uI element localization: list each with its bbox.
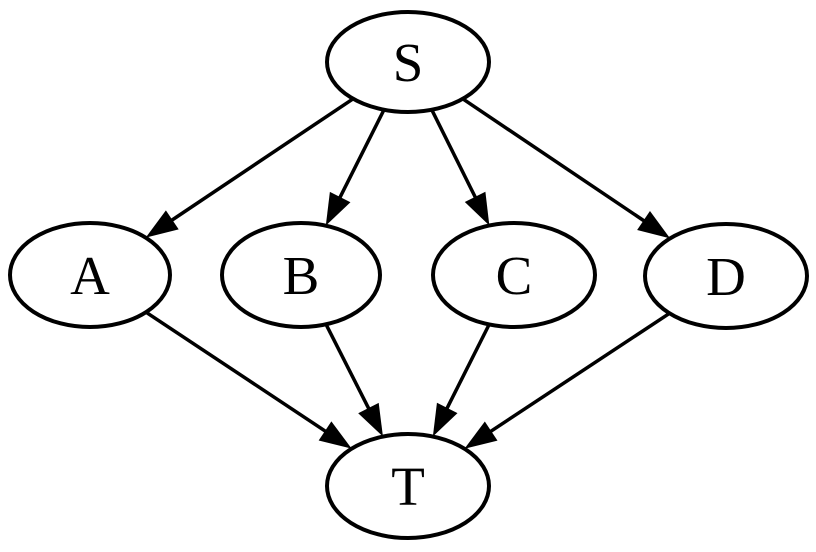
node-label: C: [496, 245, 533, 306]
node-label: B: [283, 245, 320, 306]
nodes-layer: S A B C D T: [8, 10, 809, 540]
edge-line: [145, 310, 328, 434]
node-B: B: [220, 221, 382, 329]
arrowhead-icon: [637, 210, 671, 239]
node-A: A: [8, 221, 172, 329]
node-label: T: [391, 456, 425, 517]
node-label: S: [393, 32, 424, 93]
arrowhead-icon: [325, 191, 351, 226]
arrowhead-icon: [145, 210, 179, 238]
arrowhead-icon: [358, 402, 383, 437]
arrowhead-icon: [464, 421, 498, 449]
edge-C-to-T: [432, 323, 491, 437]
edge-S-to-A: [145, 97, 355, 238]
node-S: S: [325, 10, 491, 114]
node-D: D: [643, 222, 809, 330]
edge-line: [169, 97, 355, 223]
node-label: D: [706, 246, 746, 307]
arrowhead-icon: [318, 421, 352, 449]
node-label: A: [70, 245, 110, 306]
edge-line: [337, 108, 386, 200]
edge-line: [324, 323, 371, 411]
edge-line: [461, 97, 647, 224]
node-ellipse: [643, 222, 809, 330]
node-ellipse: [8, 221, 172, 329]
arrowhead-icon: [432, 402, 458, 437]
node-C: C: [431, 221, 597, 329]
edge-A-to-T: [145, 310, 352, 449]
node-ellipse: [325, 10, 491, 114]
edge-line: [430, 109, 478, 200]
edge-D-to-T: [464, 311, 671, 449]
edge-B-to-T: [324, 323, 383, 437]
edge-line: [488, 311, 671, 434]
node-ellipse: [325, 432, 491, 540]
arrowhead-icon: [464, 191, 490, 226]
edge-S-to-B: [325, 108, 386, 226]
edge-S-to-C: [430, 109, 490, 226]
node-T: T: [325, 432, 491, 540]
node-ellipse: [431, 221, 597, 329]
edge-line: [444, 323, 491, 411]
node-ellipse: [220, 221, 382, 329]
edges-layer: [145, 97, 671, 449]
edge-S-to-D: [461, 97, 671, 239]
